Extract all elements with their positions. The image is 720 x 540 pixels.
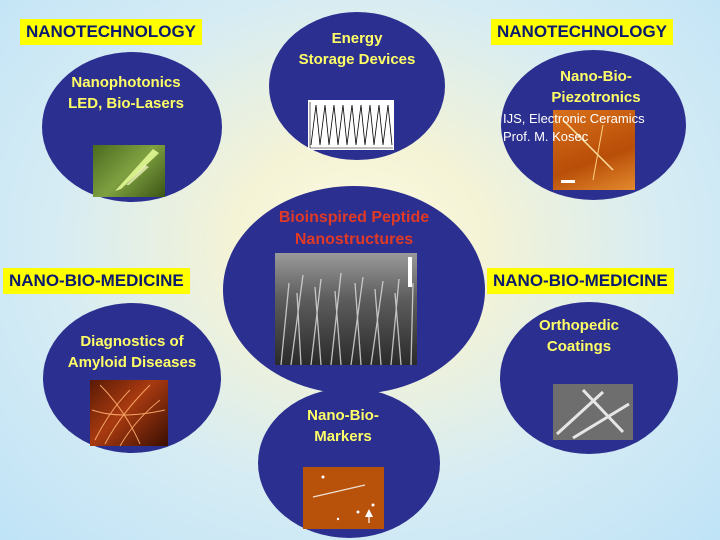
nanophotonics-image bbox=[93, 145, 165, 197]
tag-nano-bio-medicine-left: NANO-BIO-MEDICINE bbox=[3, 268, 190, 294]
piezotronics-image bbox=[553, 110, 635, 190]
orthopedic-image bbox=[553, 384, 633, 440]
markers-afm-image bbox=[303, 467, 384, 529]
node-center-label: Bioinspired Peptide Nanostructures bbox=[278, 209, 430, 248]
node-energy-storage-label: Energy Storage Devices bbox=[298, 30, 416, 68]
peptide-sem-image bbox=[275, 253, 417, 365]
node-piezotronics-label: Nano-Bio- Piezotronics bbox=[551, 68, 641, 106]
amyloid-image bbox=[90, 380, 168, 446]
tag-nanotechnology-right: NANOTECHNOLOGY bbox=[491, 19, 673, 45]
node-nanophotonics-label: Nanophotonics LED, Bio-Lasers bbox=[68, 74, 184, 112]
tag-nano-bio-medicine-right: NANO-BIO-MEDICINE bbox=[487, 268, 674, 294]
piezotronics-professor: Prof. M. Kosec bbox=[503, 129, 589, 144]
node-markers-label: Nano-Bio- Markers bbox=[307, 407, 379, 445]
piezotronics-affiliation: IJS, Electronic Ceramics bbox=[503, 111, 645, 126]
node-orthopedic-label: Orthopedic Coatings bbox=[538, 317, 619, 355]
tag-nanotechnology-left: NANOTECHNOLOGY bbox=[20, 19, 202, 45]
energy-plot-image bbox=[308, 100, 394, 150]
node-diagnostics-label: Diagnostics of Amyloid Diseases bbox=[67, 333, 197, 371]
